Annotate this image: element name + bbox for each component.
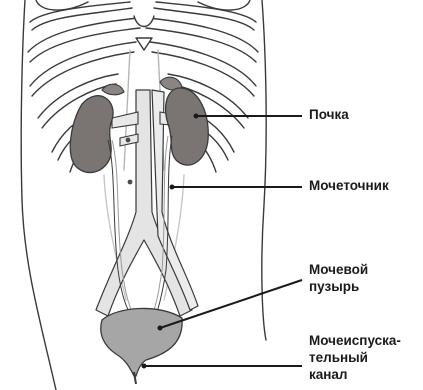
label-urethra: Мочеиспуска- тельный канал [309, 332, 401, 383]
sternum [134, 16, 154, 50]
right-kidney [166, 88, 209, 165]
torso-outline [21, 0, 56, 390]
label-kidney: Почка [309, 106, 349, 123]
left-kidney [70, 96, 113, 173]
label-bladder: Мочевой пузырь [309, 261, 368, 295]
torso-outline-right [262, 0, 266, 340]
label-ureter: Мочеточник [309, 177, 389, 194]
